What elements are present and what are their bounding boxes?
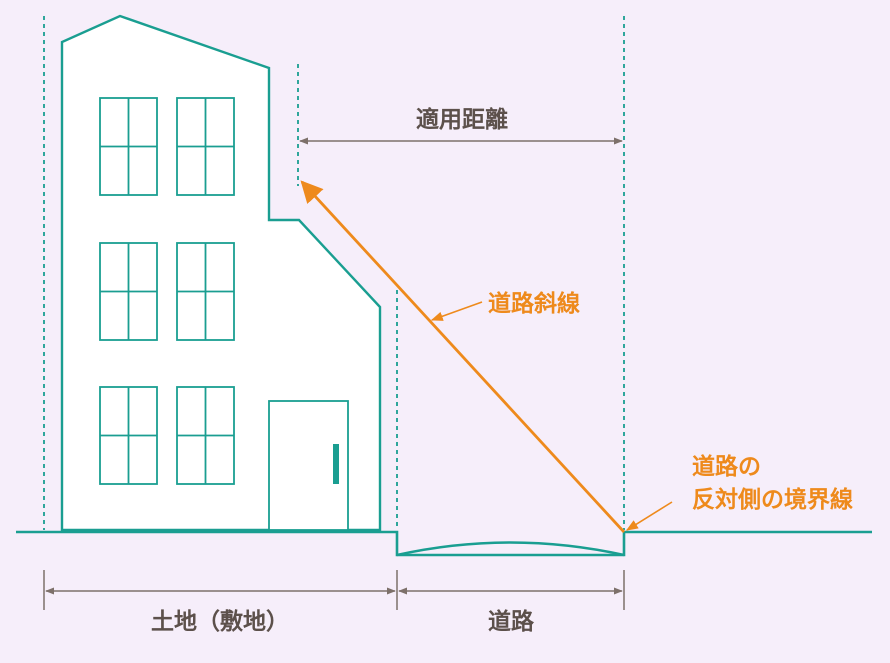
slope-label-leader	[430, 301, 483, 321]
land-site-label: 土地（敷地）	[151, 608, 289, 635]
window	[176, 242, 235, 341]
window	[99, 97, 158, 196]
road-slope-arrow	[300, 180, 626, 533]
applied-distance-label: 適用距離	[416, 106, 508, 133]
ground-line	[16, 530, 872, 557]
road-slope-line-label: 道路斜線	[488, 290, 580, 317]
window	[176, 97, 235, 196]
road-surface	[396, 541, 625, 557]
door-handle	[333, 444, 339, 484]
opposite-boundary-label-line1: 道路の	[692, 453, 761, 480]
window	[99, 242, 158, 341]
road-label: 道路	[488, 608, 535, 635]
window	[176, 386, 235, 485]
window	[99, 386, 158, 485]
opposite-boundary-label-line2: 反対側の境界線	[692, 486, 853, 513]
boundary-label-leader	[625, 501, 673, 531]
